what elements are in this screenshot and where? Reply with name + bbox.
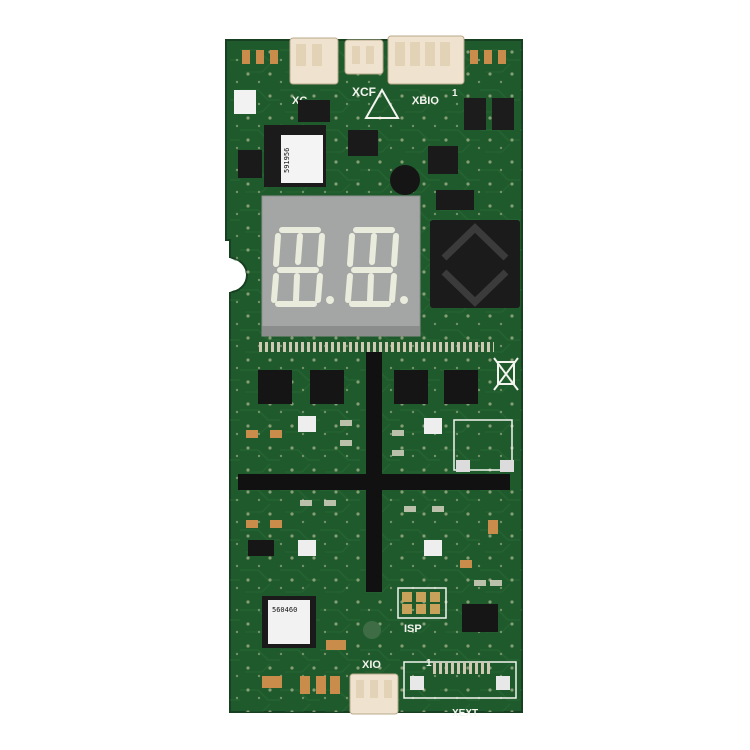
small-ic [248, 540, 274, 556]
board-notch [224, 258, 243, 292]
status-leds [298, 416, 442, 556]
chip-label-bottom-line1: 560460 [272, 606, 297, 614]
pad-b [500, 460, 514, 472]
chip-label-top [281, 135, 323, 183]
xbio-label: XBIO [412, 95, 439, 107]
top-passives [242, 50, 506, 64]
mounting-hole [363, 621, 381, 639]
passives [246, 430, 498, 694]
isp-label: ISP [404, 623, 422, 635]
decimal-point-right [400, 296, 408, 304]
smd-resistors [300, 420, 502, 586]
top-connectors [289, 35, 465, 85]
arrow-indicator-module [430, 220, 520, 308]
chip-label-bottom [268, 600, 310, 644]
seven-segment-display [261, 195, 421, 337]
isp-pads [397, 587, 447, 619]
cross-horizontal [238, 474, 510, 490]
capacitor-round [390, 165, 420, 195]
component-outline [453, 419, 513, 471]
xext-pin1-mark: 1 [426, 658, 432, 669]
microcontroller: 560460 [262, 596, 316, 648]
pad-a [456, 460, 470, 472]
xio-connector [349, 673, 399, 715]
xcf-label: XCF [352, 85, 376, 99]
xio-label: XIO [362, 659, 381, 671]
digit-right [345, 227, 399, 307]
driver-ics [258, 370, 478, 404]
decimal-point-left [326, 296, 334, 304]
top-ics: 591956 [238, 98, 514, 210]
header-pins [258, 342, 494, 352]
chip-label-top-line1: 591956 [283, 148, 291, 173]
xext-connector [403, 661, 517, 699]
esd-warning-icon [364, 87, 400, 119]
xext-label: XEXT [452, 708, 478, 719]
digit-left [271, 227, 325, 307]
white-pad [234, 90, 256, 114]
cross-vertical [366, 352, 382, 592]
xbio-pin1-mark: 1 [452, 88, 458, 99]
regulator-ic [462, 604, 498, 632]
weee-icon [493, 357, 519, 391]
